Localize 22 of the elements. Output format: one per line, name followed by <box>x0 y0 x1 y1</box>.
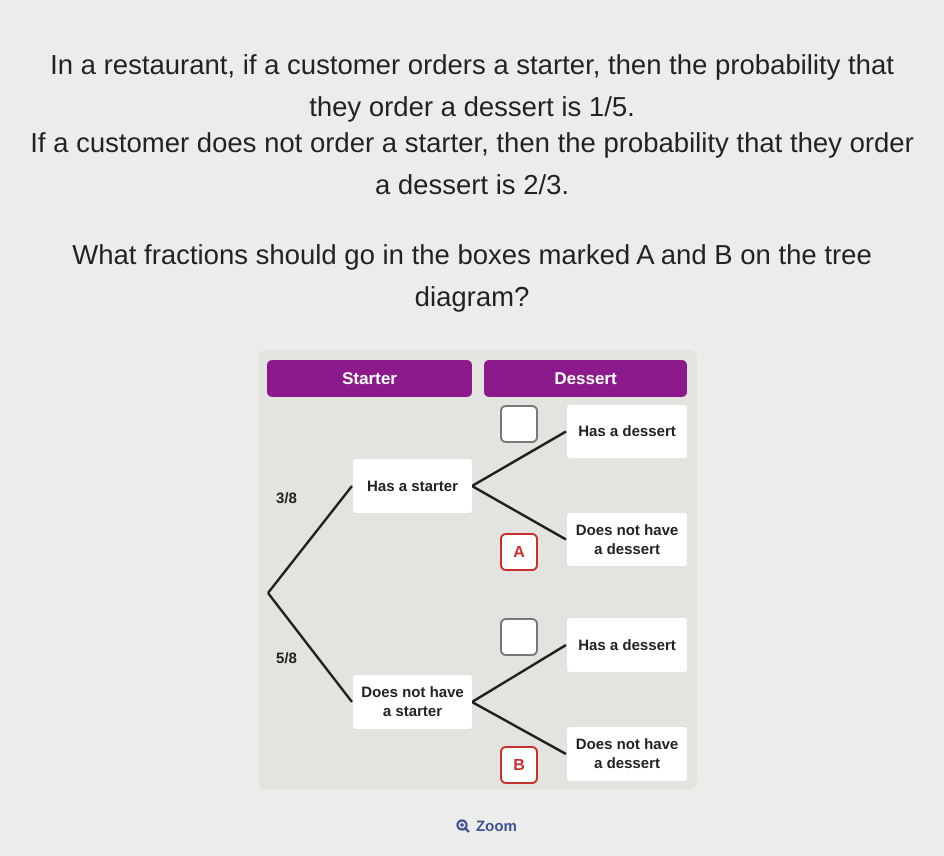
answer-box <box>500 405 538 443</box>
branch-line <box>471 484 567 541</box>
outcome-label: Has a starter <box>353 459 472 513</box>
branch-line <box>471 644 567 704</box>
column-header: Dessert <box>484 360 687 397</box>
branch-line <box>471 700 567 756</box>
branch-line <box>471 430 567 488</box>
outcome-label: Does not have a starter <box>353 675 472 729</box>
question-text: If a customer does not order a starter, then the probability that they order a dessert is 2/3. <box>29 126 915 202</box>
outcome-label: Has a dessert <box>567 405 687 458</box>
branch-line <box>267 592 353 703</box>
outcome-label: Has a dessert <box>567 618 687 672</box>
answer-box <box>500 618 538 656</box>
question-text: What fractions should go in the boxes marked A and B on the tree diagram? <box>71 238 873 314</box>
branch-line <box>267 485 353 594</box>
question-text: In a restaurant, if a customer orders a starter, then the probability that they order a dessert is 1/5. <box>49 48 895 124</box>
zoom-button: Zoom <box>452 814 521 838</box>
answer-box: A <box>500 533 538 571</box>
outcome-label: Does not have a dessert <box>567 513 687 566</box>
answer-box: B <box>500 746 538 784</box>
outcome-label: Does not have a dessert <box>567 727 687 781</box>
column-header: Starter <box>267 360 472 397</box>
